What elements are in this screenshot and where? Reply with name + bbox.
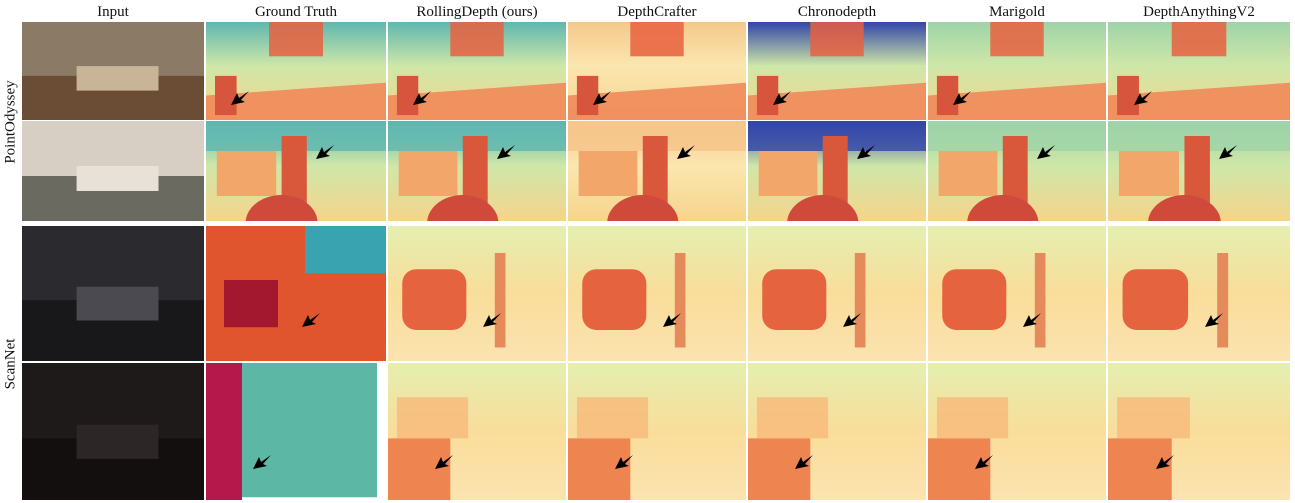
arrow-icon [1021,311,1043,329]
depth-map-ground-truth-sofa [206,363,386,500]
arrow-icon [229,89,251,107]
input-image-office [22,226,204,361]
arrow-icon [251,453,273,471]
depth-map-depthcrafter-sofa [568,363,746,500]
arrow-icon [675,143,697,161]
depth-map-depthanythingv2-bedroom [1108,22,1290,120]
depth-map-marigold-livingroom [928,121,1106,221]
arrow-icon [855,143,877,161]
arrow-icon [793,453,815,471]
arrow-icon [661,311,683,329]
depth-map-chronodepth-livingroom [748,121,926,221]
column-header-ground-truth: Ground Truth [254,4,338,20]
arrow-icon [300,311,322,329]
arrow-icon [613,453,635,471]
row-group-label-scannet: ScanNet [2,338,19,390]
arrow-icon [951,89,973,107]
arrow-icon [481,311,503,329]
depth-map-depthcrafter-bedroom [568,22,746,120]
depth-map-chronodepth-office [748,226,926,361]
arrow-icon [314,143,336,161]
depth-map-ground-truth-bedroom [206,22,386,120]
depth-map-depthcrafter-office [568,226,746,361]
arrow-icon [433,453,455,471]
column-header-rollingdepth: RollingDepth (ours) [416,4,538,20]
column-header-chronodepth: Chronodepth [797,4,877,20]
arrow-icon [411,89,433,107]
depth-map-ground-truth-livingroom [206,121,386,221]
arrow-icon [1132,89,1154,107]
depth-map-depthcrafter-livingroom [568,121,746,221]
depth-map-marigold-sofa [928,363,1106,500]
depth-map-rollingdepth-sofa [388,363,566,500]
depth-map-depthanythingv2-office [1108,226,1290,361]
depth-map-marigold-office [928,226,1106,361]
column-header-input: Input [97,4,129,20]
depth-map-ground-truth-office [206,226,386,361]
depth-map-depthanythingv2-livingroom [1108,121,1290,221]
depth-map-depthanythingv2-sofa [1108,363,1290,500]
input-image-sofa [22,363,204,500]
column-header-depthanythingv2: DepthAnythingV2 [1143,4,1255,20]
depth-map-chronodepth-bedroom [748,22,926,120]
arrow-icon [973,453,995,471]
arrow-icon [771,89,793,107]
row-group-label-pointodyssey: PointOdyssey [2,80,19,164]
arrow-icon [1035,143,1057,161]
arrow-icon [1203,311,1225,329]
arrow-icon [495,143,517,161]
column-header-marigold: Marigold [989,4,1045,20]
input-image-bedroom [22,22,204,120]
depth-map-rollingdepth-bedroom [388,22,566,120]
depth-map-marigold-bedroom [928,22,1106,120]
arrow-icon [591,89,613,107]
arrow-icon [841,311,863,329]
input-image-livingroom [22,121,204,221]
depth-map-chronodepth-sofa [748,363,926,500]
depth-map-rollingdepth-office [388,226,566,361]
depth-map-rollingdepth-livingroom [388,121,566,221]
arrow-icon [1154,453,1176,471]
column-header-depthcrafter: DepthCrafter [617,4,697,20]
arrow-icon [1217,143,1239,161]
